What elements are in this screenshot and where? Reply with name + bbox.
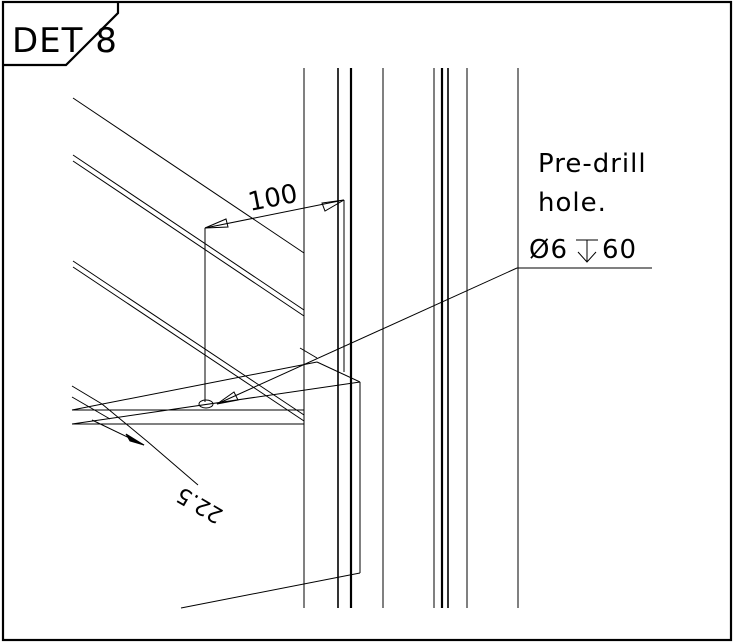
annotation-line1: Pre-drill xyxy=(538,149,647,179)
predrill-hole xyxy=(198,399,214,409)
leader-line xyxy=(216,267,652,405)
detail-title: DET 8 xyxy=(12,21,118,61)
annotation-diameter: Ø6 xyxy=(529,235,568,265)
dimension-100-label: 100 xyxy=(246,179,300,218)
front-block xyxy=(71,347,361,609)
title-box xyxy=(3,2,120,67)
dimension-22-5 xyxy=(91,419,145,446)
dimension-22-5-label: 22.5 xyxy=(173,481,228,527)
depth-icon xyxy=(576,239,598,263)
dimension-100 xyxy=(204,199,345,402)
annotation-depth: 60 xyxy=(602,235,637,265)
post-lines xyxy=(303,68,519,608)
rail-lines xyxy=(72,97,305,422)
annotation-line2: hole. xyxy=(538,188,607,218)
